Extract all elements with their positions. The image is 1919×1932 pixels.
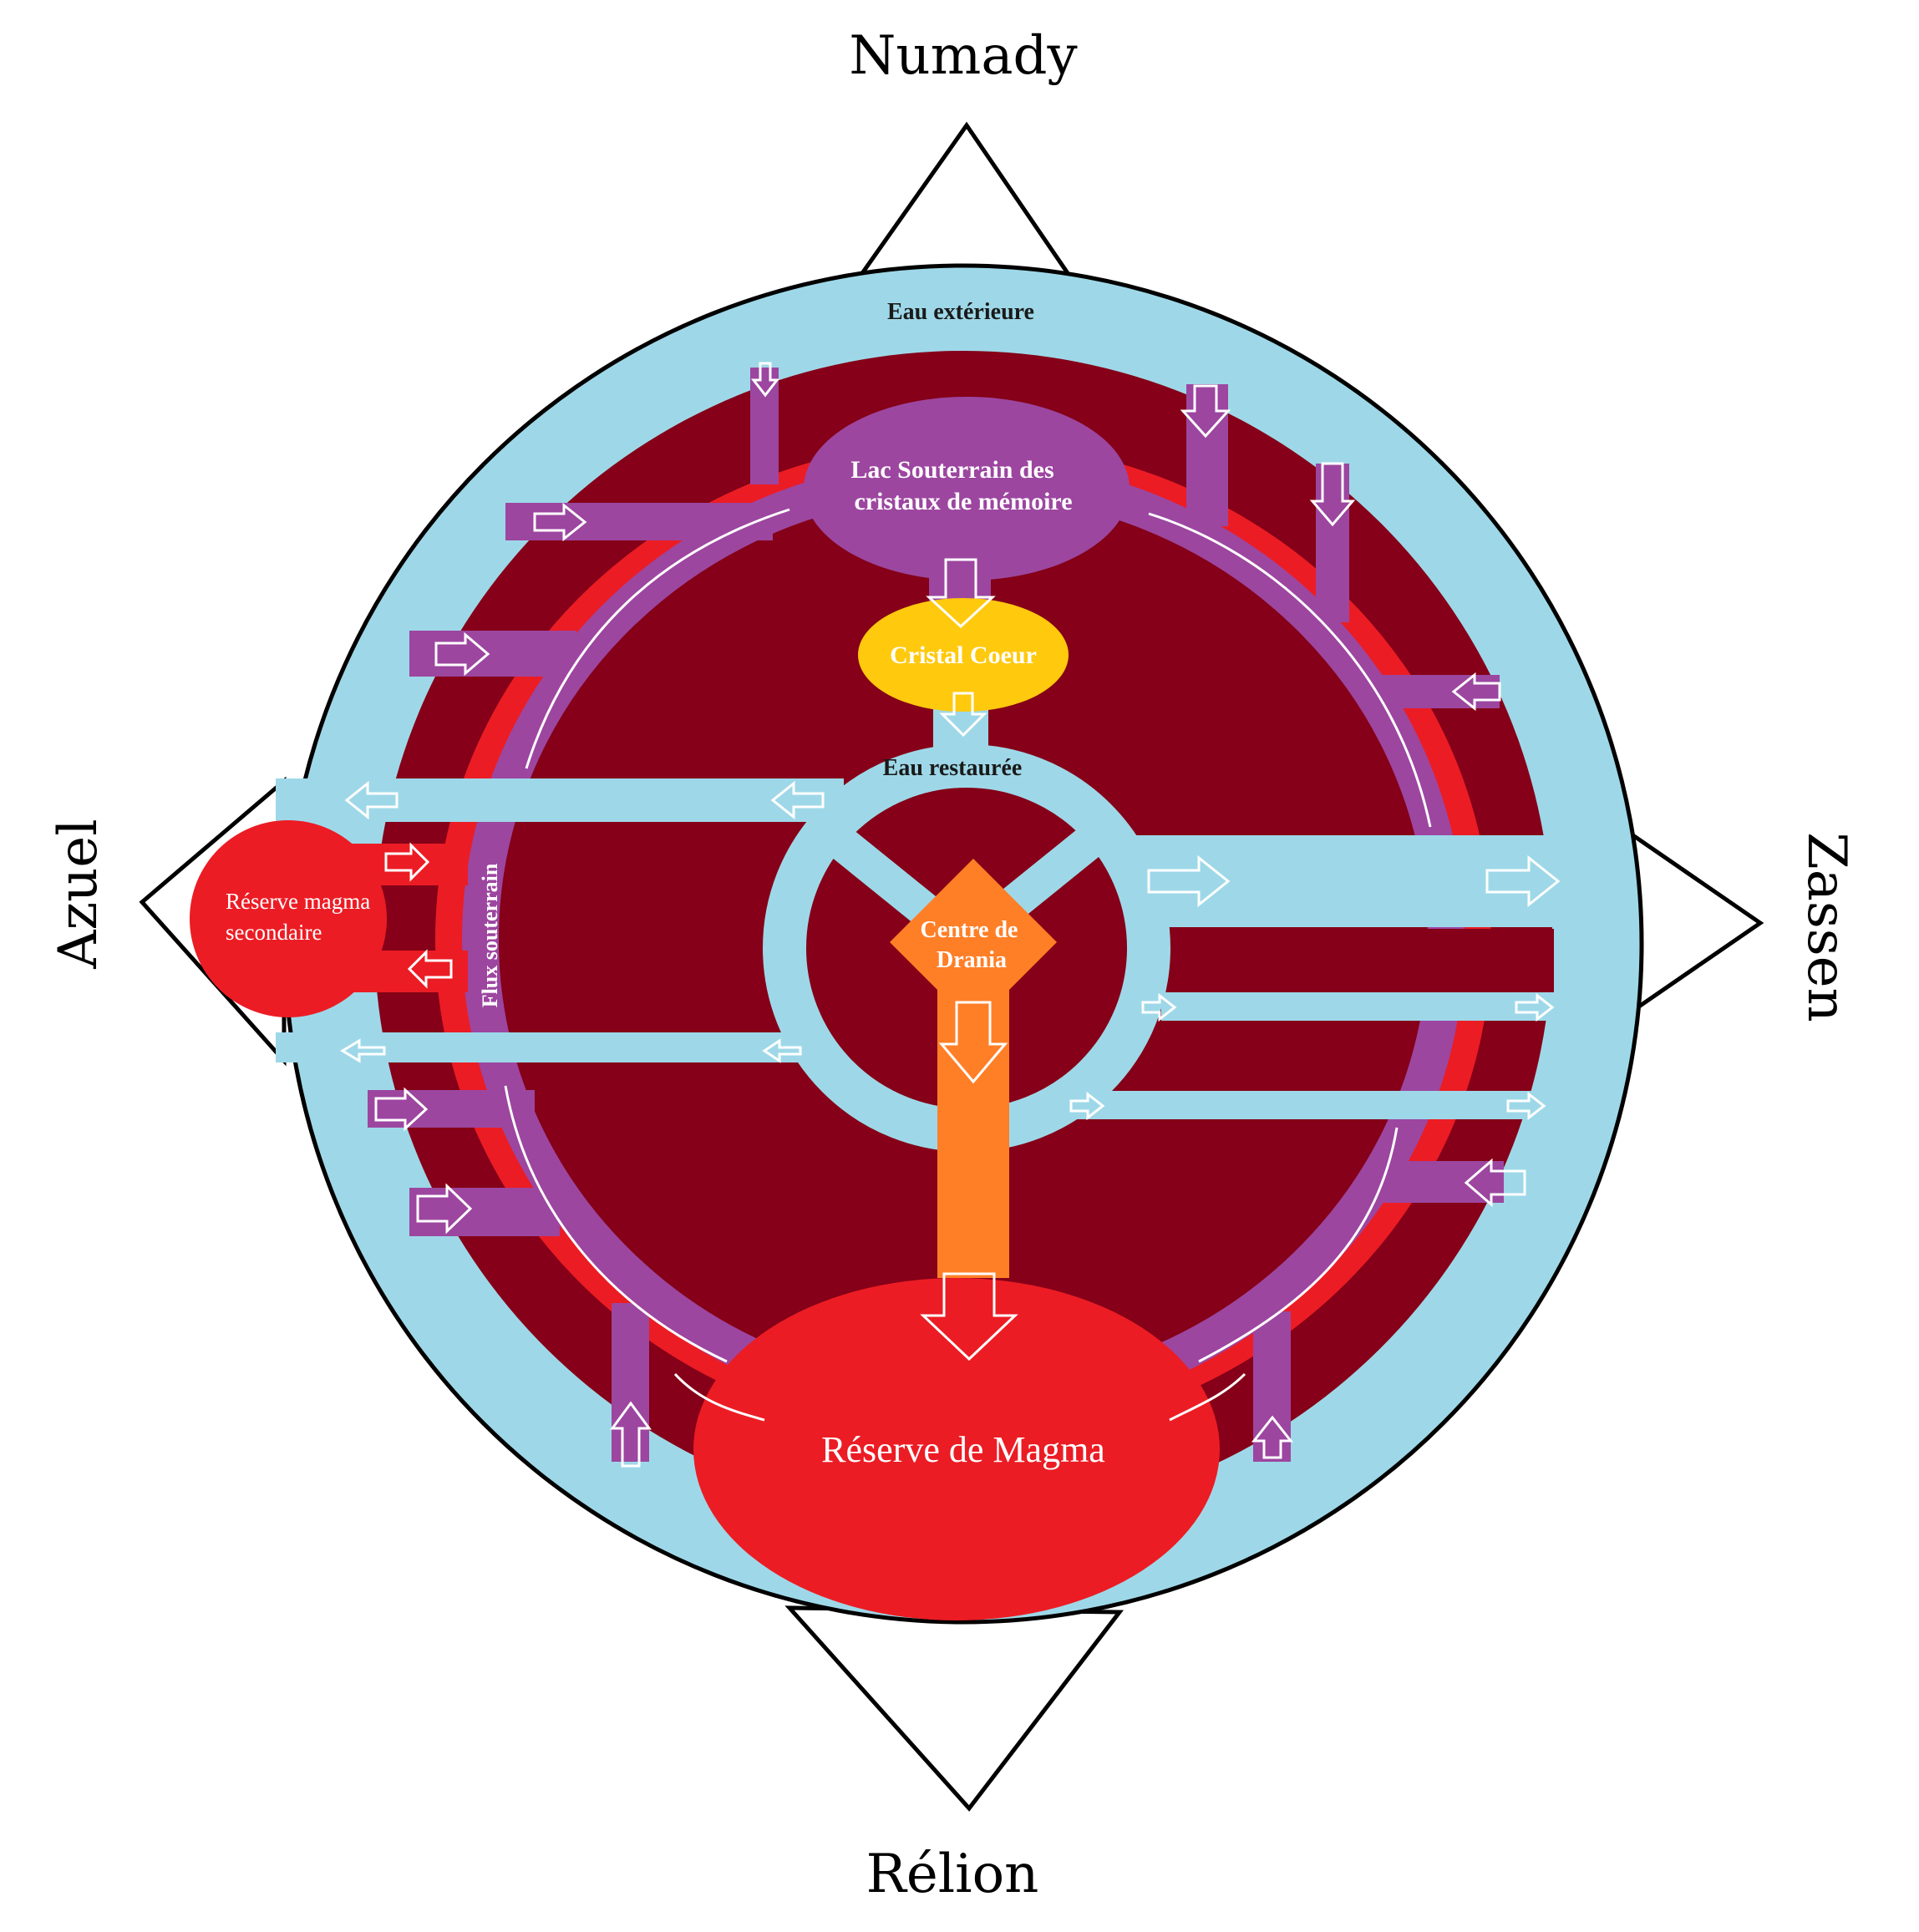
center-label-line2: Drania <box>937 947 1007 973</box>
arrow-center-down <box>938 1001 1008 1084</box>
arrow-top-inlet <box>750 362 780 398</box>
magma-secondary-line1: Réserve magma <box>226 889 370 914</box>
arrow-w3 <box>374 1087 429 1132</box>
restored-water-label: Eau restaurée <box>883 755 1023 781</box>
arrow-water-wb-inner <box>762 1038 802 1063</box>
pipe-n-right1 <box>1186 384 1228 526</box>
arrow-water-w-outer <box>344 780 399 820</box>
magma-reserve-secondary <box>190 820 387 1017</box>
pipe-s-left <box>612 1303 649 1462</box>
center-label-line1: Centre de <box>921 917 1018 943</box>
arrow-magma-in <box>407 949 453 989</box>
flow-line-magma-right <box>1169 1372 1246 1422</box>
arrow-water-e3-inner <box>1069 1091 1105 1121</box>
north-label: Numady <box>849 25 1077 87</box>
arrow-water-e3-outer <box>1506 1091 1546 1121</box>
flow-line-sw <box>504 1085 728 1363</box>
lake-label-line2: cristaux de mémoire <box>854 488 1072 515</box>
flow-line-ne <box>1148 512 1432 828</box>
arrow-into-lake <box>926 558 996 629</box>
pipe-w1 <box>505 503 773 540</box>
arrow-water-w-inner <box>770 780 825 820</box>
drania-center <box>890 859 1057 1026</box>
lake-label-line1: Lac Souterrain des <box>850 456 1053 484</box>
memory-lake <box>804 397 1130 581</box>
water-pipe-e2 <box>1161 992 1604 1021</box>
arrow-w1 <box>533 502 587 542</box>
arrow-e2 <box>1464 1158 1526 1208</box>
arrow-water-e2-outer <box>1515 992 1555 1022</box>
arrow-w4 <box>416 1183 473 1235</box>
flow-line-nw <box>525 508 790 769</box>
crystal-heart <box>858 598 1069 712</box>
flow-arrows <box>340 362 1561 1468</box>
pipe-n-right2 <box>1316 464 1349 622</box>
arrow-top-right2 <box>1309 462 1356 527</box>
south-label: Rélion <box>866 1843 1039 1905</box>
arrow-south-right <box>1251 1415 1294 1459</box>
arrow-water-e1-inner <box>1147 854 1231 908</box>
magma-main-label: Réserve de Magma <box>821 1429 1105 1470</box>
compass-north-point <box>856 121 1074 278</box>
arrow-e1 <box>1451 672 1501 712</box>
arrow-magma-out <box>384 842 430 882</box>
arrow-water-e1-outer <box>1485 854 1561 908</box>
pipe-n-left <box>750 368 779 484</box>
arrow-into-restored <box>939 692 987 738</box>
arrow-top-right1 <box>1180 384 1231 439</box>
water-pipes <box>276 700 1604 1119</box>
water-pipe-e3 <box>1061 1091 1546 1119</box>
arrow-into-magma <box>920 1272 1018 1362</box>
restored-spoke-left <box>815 817 947 933</box>
flow-line-se <box>1198 1127 1399 1363</box>
arrow-south-left <box>610 1401 652 1468</box>
pipe-e1 <box>1378 675 1500 708</box>
arrow-water-wb-outer <box>340 1038 386 1063</box>
magma-secondary-line2: secondaire <box>226 920 322 945</box>
purple-pipes <box>368 368 1504 1462</box>
arrow-w2 <box>434 631 490 677</box>
arrow-water-e2-inner <box>1141 992 1177 1022</box>
magma-reserve-main <box>693 1278 1220 1620</box>
outer-water-label: Eau extérieure <box>887 299 1034 325</box>
compass-south-point <box>784 1605 1124 1812</box>
east-label: Zassen <box>1795 832 1857 1022</box>
pipe-s-right <box>1253 1311 1291 1462</box>
crystal-label: Cristal Coeur <box>890 641 1037 669</box>
pipe-w2 <box>409 631 576 677</box>
water-pipe-e1 <box>1128 835 1604 927</box>
west-label: Azuel <box>48 819 109 970</box>
flow-lines <box>504 508 1432 1422</box>
underground-flow-label: Flux souterrain <box>478 863 502 1007</box>
flow-line-magma-left <box>673 1372 765 1422</box>
east-dark-strip <box>1161 929 1554 992</box>
water-pipe-w-top <box>276 778 844 822</box>
